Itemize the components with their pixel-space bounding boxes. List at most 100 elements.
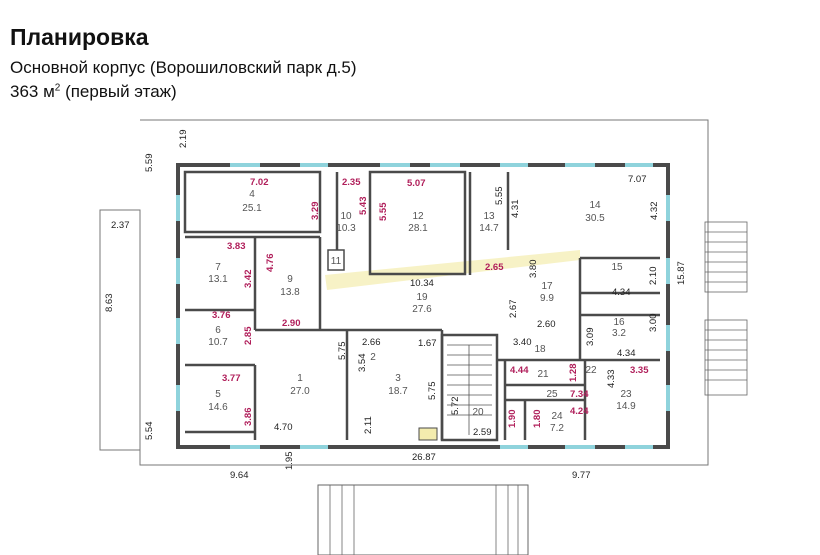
right-stairs-bottom <box>704 319 748 396</box>
dim-4-32: 4.32 <box>649 202 660 221</box>
dim-3-80: 3.80 <box>528 260 539 279</box>
building-outline <box>176 163 670 449</box>
dim-2-37: 2.37 <box>111 220 130 231</box>
red-dim-5-55: 5.55 <box>378 202 389 221</box>
red-dim-4-76: 4.76 <box>265 254 276 273</box>
room-3-num: 3 <box>395 373 401 384</box>
room-14-num: 14 <box>589 200 601 211</box>
room-1-area: 27.0 <box>290 386 310 397</box>
dim-4-34-b: 4.34 <box>617 348 636 359</box>
red-dim-5-43: 5.43 <box>358 197 369 216</box>
room-12-area: 28.1 <box>408 223 428 234</box>
room-21-num: 21 <box>537 369 549 380</box>
porch-steps <box>329 485 519 555</box>
dim-10-34: 10.34 <box>410 278 434 289</box>
windows <box>176 163 670 449</box>
room-20-num: 20 <box>472 407 484 418</box>
dim-3-00: 3.00 <box>648 314 659 333</box>
dim-9-77: 9.77 <box>572 470 591 481</box>
dim-5-55-b: 5.55 <box>494 187 505 206</box>
red-dim-2-85: 2.85 <box>243 326 254 345</box>
dim-5-54: 5.54 <box>144 422 155 441</box>
room-17-num: 17 <box>541 281 553 292</box>
room-12-num: 12 <box>412 211 424 222</box>
plan-subtitle: Основной корпус (Ворошиловский парк д.5) <box>10 58 357 77</box>
dim-2-67: 2.67 <box>508 300 519 319</box>
room-24-num: 24 <box>551 411 563 422</box>
dim-4-34-a: 4.34 <box>612 287 631 298</box>
right-stairs-top <box>704 221 748 293</box>
stairwell <box>447 344 492 435</box>
dim-2-66: 2.66 <box>362 337 381 348</box>
room-11-box <box>327 249 345 271</box>
interior-walls <box>183 170 660 442</box>
room-24-area: 7.2 <box>550 423 564 434</box>
plan-title: Планировка <box>10 24 149 50</box>
red-dim-4-44: 4.44 <box>510 365 529 376</box>
red-dim-3-35: 3.35 <box>630 365 649 376</box>
dim-2-59: 2.59 <box>473 427 492 438</box>
room-10-area: 10.3 <box>336 223 356 234</box>
red-dim-7-02: 7.02 <box>250 177 269 188</box>
dim-2-19: 2.19 <box>178 130 189 149</box>
dim-7-07: 7.07 <box>628 174 647 185</box>
dim-3-54: 3.54 <box>357 354 368 373</box>
entrance-porch <box>317 484 529 555</box>
red-dim-3-83: 3.83 <box>227 241 246 252</box>
room-1-num: 1 <box>297 373 303 384</box>
red-dim-7-34: 7.34 <box>570 389 589 400</box>
red-dim-2-90: 2.90 <box>282 318 301 329</box>
room-5-area: 14.6 <box>208 402 228 413</box>
area-superscript: 2 <box>54 82 61 94</box>
room-13-num: 13 <box>483 211 495 222</box>
dim-5-75-b: 5.75 <box>427 382 438 401</box>
red-dim-1-80: 1.80 <box>532 410 543 429</box>
room-4-num: 4 <box>249 189 255 200</box>
dim-4-70: 4.70 <box>274 422 293 433</box>
room-17-area: 9.9 <box>540 293 554 304</box>
small-yellow-box <box>418 427 438 441</box>
room-19-num: 19 <box>416 292 428 303</box>
red-dim-2-35: 2.35 <box>342 177 361 188</box>
corridor-highlight <box>325 250 580 290</box>
room-22-num: 22 <box>585 365 597 376</box>
dim-9-64: 9.64 <box>230 470 249 481</box>
red-dim-3-76: 3.76 <box>212 310 231 321</box>
room-6-area: 10.7 <box>208 337 228 348</box>
red-dim-5-07: 5.07 <box>407 178 426 189</box>
red-dim-3-77: 3.77 <box>222 373 241 384</box>
dim-15-87: 15.87 <box>676 261 687 285</box>
plan-area: 363 м2 (первый этаж) <box>10 82 177 102</box>
red-dim-3-42: 3.42 <box>243 270 254 289</box>
room-23-area: 14.9 <box>616 401 636 412</box>
room-18-num: 18 <box>534 344 546 355</box>
dim-4-31: 4.31 <box>510 200 521 219</box>
room-16-num: 16 <box>613 317 625 328</box>
dim-4-33: 4.33 <box>606 370 617 389</box>
red-dim-4-24: 4.24 <box>570 406 589 417</box>
room-11-num: 11 <box>331 256 342 267</box>
dim-1-95: 1.95 <box>284 452 295 471</box>
dim-1-67: 1.67 <box>418 338 437 349</box>
room-13-area: 14.7 <box>479 223 499 234</box>
area-suffix: (первый этаж) <box>60 82 177 101</box>
dim-5-75-a: 5.75 <box>337 342 348 361</box>
room-23-num: 23 <box>620 389 632 400</box>
room-3-area: 18.7 <box>388 386 408 397</box>
dim-26-87: 26.87 <box>412 452 436 463</box>
room-6-num: 6 <box>215 325 221 336</box>
room-19-area: 27.6 <box>412 304 432 315</box>
room-9-num: 9 <box>287 274 293 285</box>
room-16-area: 3.2 <box>612 328 626 339</box>
room-5-num: 5 <box>215 389 221 400</box>
room-4-area: 25.1 <box>242 203 262 214</box>
room-14-area: 30.5 <box>585 213 605 224</box>
dim-2-11: 2.11 <box>363 416 374 434</box>
red-dim-1-90: 1.90 <box>507 410 518 429</box>
area-value: 363 м <box>10 82 55 101</box>
red-dim-3-29: 3.29 <box>310 202 321 221</box>
red-dim-2-65: 2.65 <box>485 262 504 273</box>
dim-8-63: 8.63 <box>104 294 115 313</box>
room-2-num: 2 <box>370 352 376 363</box>
